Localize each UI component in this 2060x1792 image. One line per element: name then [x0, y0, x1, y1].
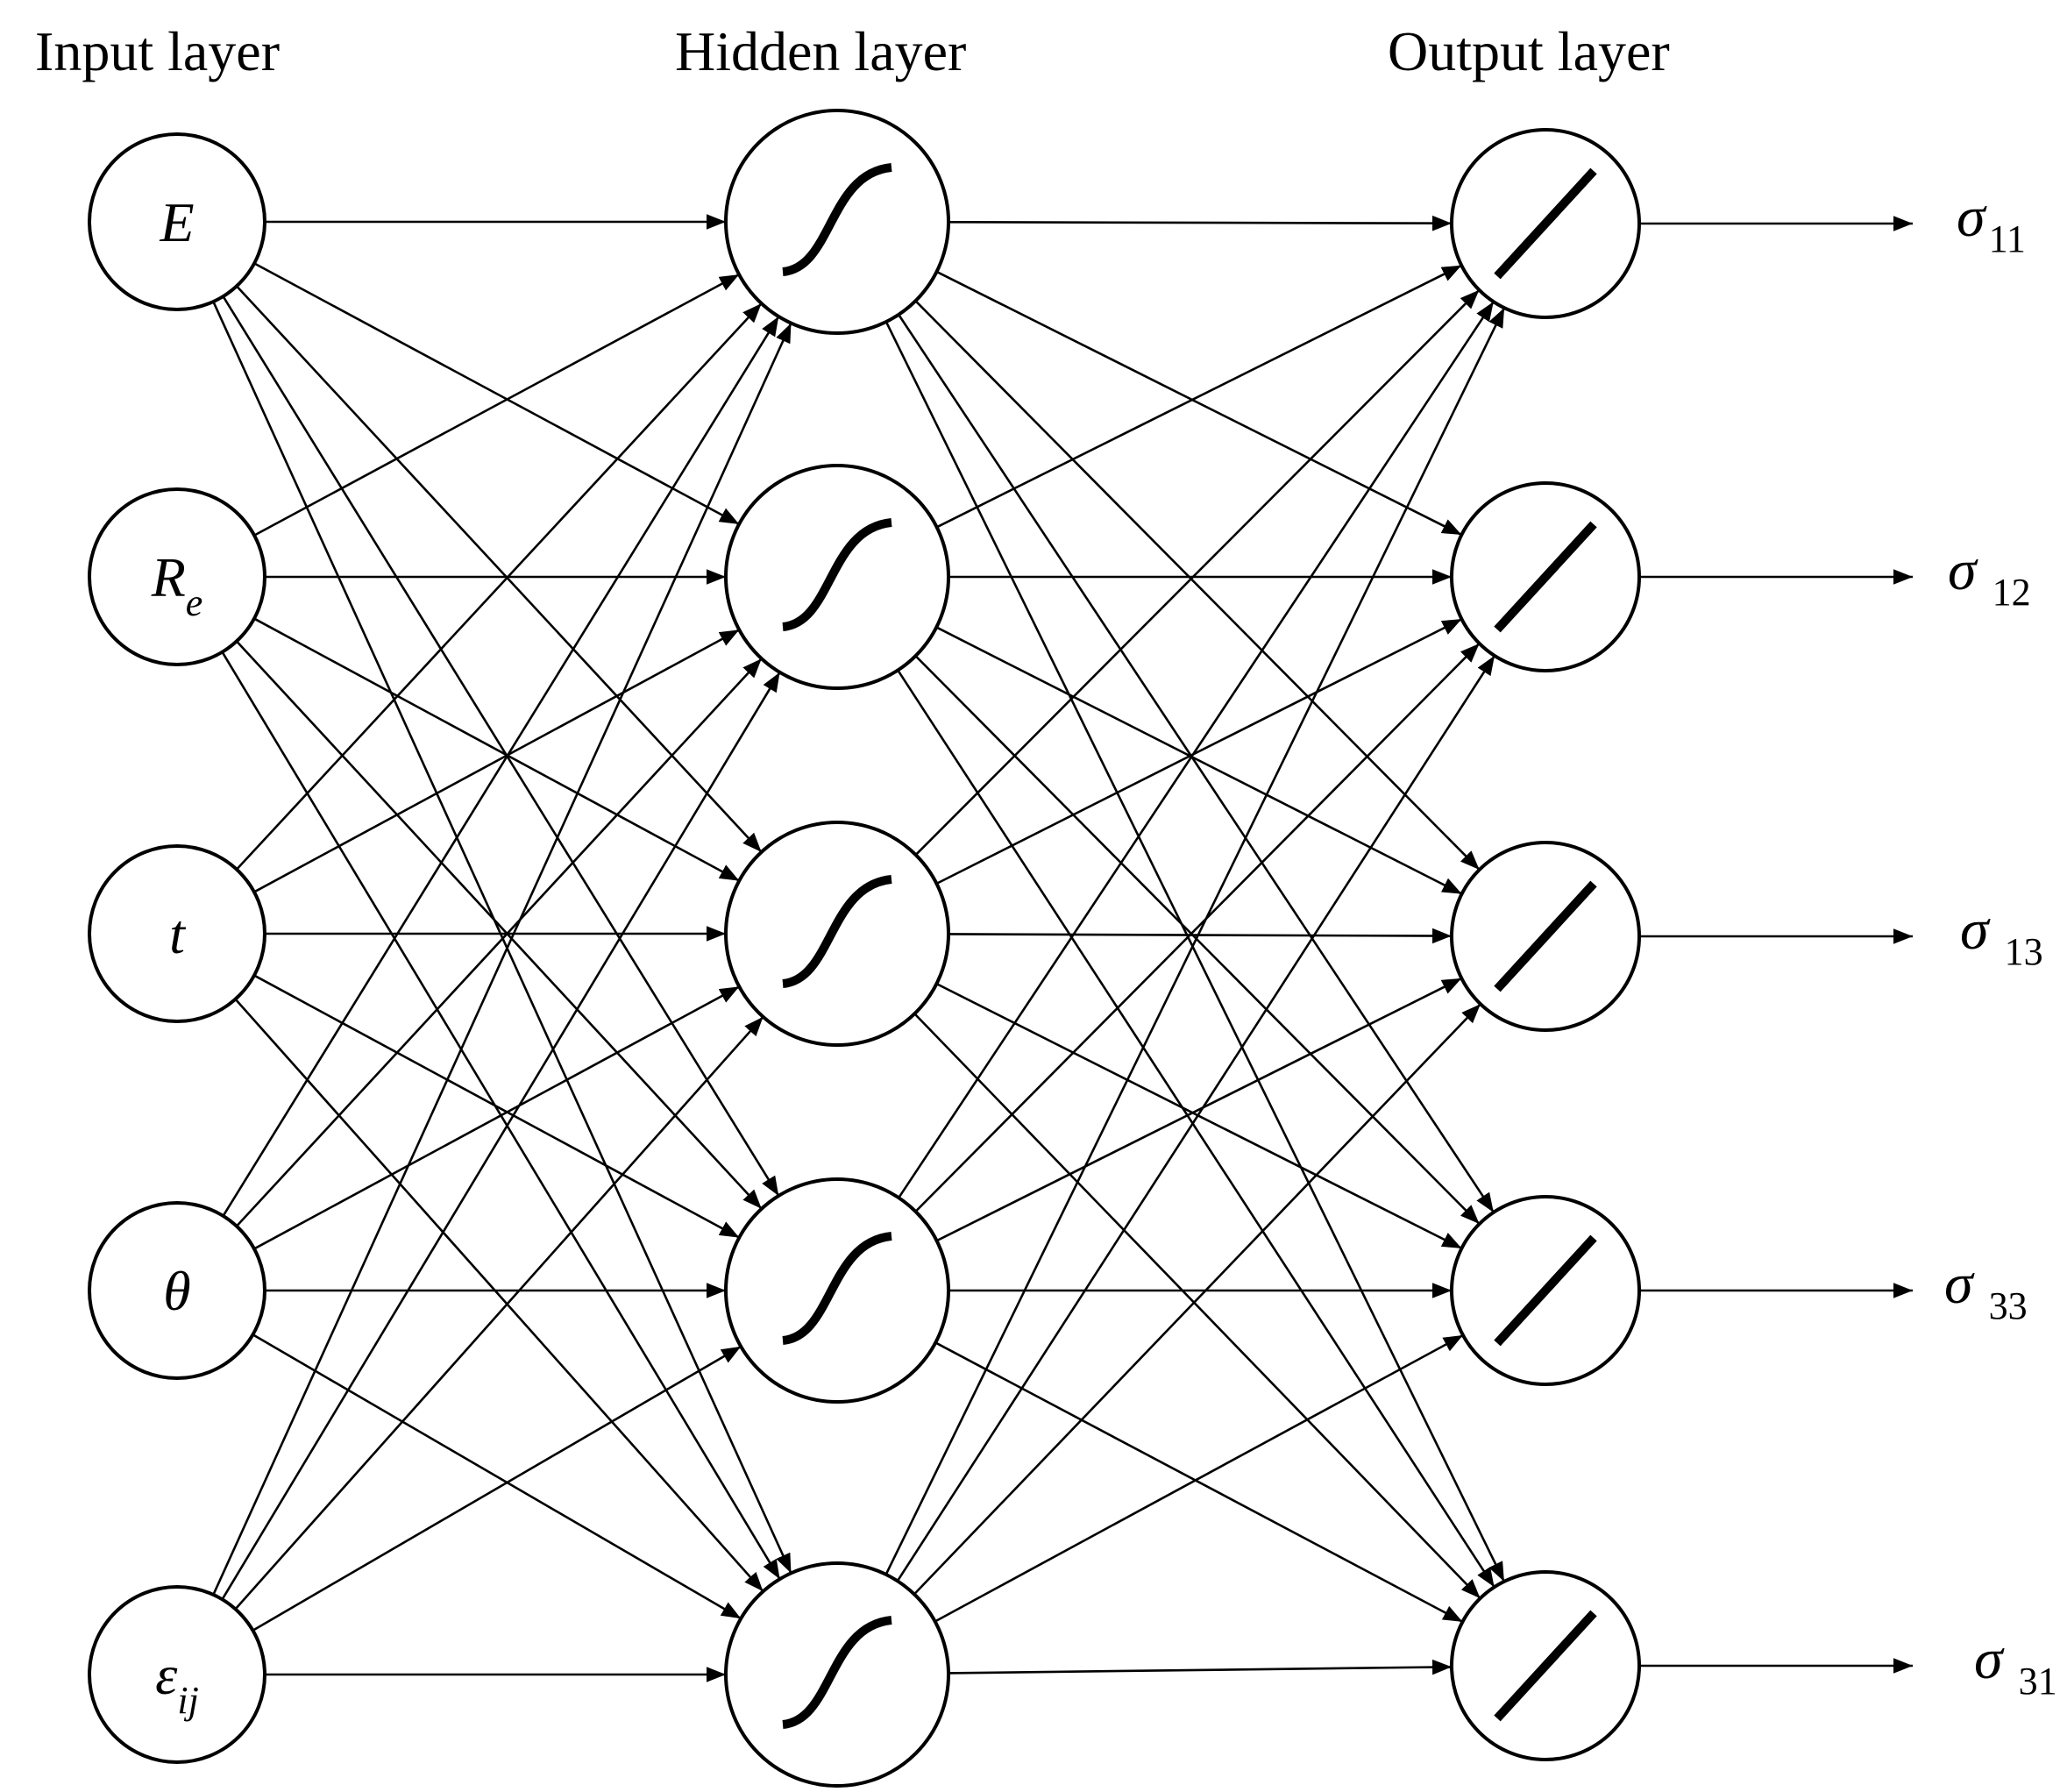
- connection-hidden-3-output-2: [936, 977, 1462, 1242]
- output-subscript: 13: [2005, 930, 2043, 973]
- connection-hidden-4-output-3: [934, 1333, 1464, 1623]
- input-node: [88, 487, 266, 666]
- connection-hidden-2-output-3: [935, 982, 1463, 1250]
- hidden-node: [724, 821, 950, 1047]
- sigmoid-curve-icon: [782, 875, 892, 988]
- output-arrows: [1639, 216, 1913, 1674]
- input-symbol: ε: [155, 1644, 178, 1706]
- input-node-label: E: [159, 191, 194, 253]
- connection-hidden-4-output-2: [913, 1003, 1481, 1596]
- connection-hidden-3-output-1: [914, 643, 1481, 1212]
- input-node: [88, 132, 266, 311]
- input-node: [88, 1201, 266, 1380]
- connection-hidden-1-output-3: [914, 655, 1481, 1225]
- sigmoid-curve-icon: [782, 1232, 892, 1345]
- hidden-layer-title: Hidden layer: [675, 20, 966, 82]
- input-subscript: e: [186, 581, 203, 624]
- output-symbol: σ: [1960, 898, 1991, 962]
- input-symbol: E: [159, 191, 194, 253]
- output-label: σ 33: [1944, 1252, 2028, 1327]
- connection-hidden-2-output-2: [948, 928, 1453, 944]
- hidden-node: [724, 1561, 950, 1788]
- connection-hidden-4-output-1: [896, 655, 1496, 1582]
- input-symbol: θ: [163, 1260, 190, 1322]
- linear-line-icon: [1494, 521, 1597, 633]
- connection-hidden-1-output-2: [935, 626, 1463, 895]
- connection-input-0-hidden-2: [236, 285, 763, 853]
- connection-hidden-3-output-4: [934, 1341, 1464, 1624]
- output-label: σ11: [1957, 185, 2026, 260]
- connection-hidden-3-output-0: [898, 301, 1495, 1198]
- connection-input-2-hidden-3: [253, 974, 740, 1239]
- input-node-label: t: [169, 903, 187, 965]
- network-nodes: [88, 109, 1641, 1788]
- output-subscript: 33: [1989, 1284, 2028, 1327]
- hidden-node: [724, 1177, 950, 1404]
- connection-hidden-0-output-3: [898, 314, 1495, 1213]
- output-symbol: σ: [1948, 538, 1978, 602]
- connection-input-1-hidden-2: [253, 617, 740, 882]
- connection-input-3-hidden-4: [252, 1333, 742, 1620]
- connection-input-3-hidden-0: [222, 316, 780, 1217]
- connection-hidden-4-output-4: [948, 1659, 1453, 1675]
- hidden-node: [724, 464, 950, 690]
- connection-hidden-0-output-0: [948, 215, 1453, 231]
- connection-hidden-1-output-4: [897, 669, 1495, 1589]
- connection-hidden-0-output-1: [935, 270, 1462, 537]
- connection-hidden-2-output-1: [935, 617, 1463, 885]
- sigmoid-curve-icon: [782, 518, 892, 631]
- input-layer-title: Input layer: [35, 20, 280, 82]
- connection-lines: [212, 214, 1506, 1682]
- connection-input-4-hidden-1: [221, 672, 781, 1600]
- connection-input-0-hidden-3: [222, 295, 780, 1197]
- hidden-node: [724, 109, 950, 335]
- connection-hidden-2-output-0: [914, 288, 1481, 857]
- linear-line-icon: [1494, 880, 1597, 992]
- connection-input-3-hidden-2: [253, 985, 740, 1250]
- output-label: σ 13: [1960, 898, 2043, 973]
- connection-hidden-4-output-0: [884, 307, 1506, 1575]
- input-node-label: εij: [155, 1644, 199, 1722]
- connection-input-0-hidden-1: [253, 262, 740, 525]
- connection-input-3-hidden-1: [235, 658, 763, 1227]
- input-node: [88, 1585, 266, 1764]
- linear-line-icon: [1494, 167, 1597, 280]
- linear-line-icon: [1494, 1610, 1597, 1722]
- connection-input-4-hidden-0: [212, 323, 792, 1596]
- sigmoid-curve-icon: [782, 163, 892, 276]
- connection-hidden-1-output-0: [936, 264, 1462, 529]
- output-subscript: 11: [1989, 217, 2026, 260]
- connection-input-1-hidden-3: [235, 640, 763, 1210]
- connection-hidden-2-output-4: [913, 1013, 1481, 1600]
- input-node-label: θ: [163, 1260, 190, 1322]
- input-subscript: ij: [177, 1679, 198, 1722]
- connection-input-2-hidden-4: [234, 998, 764, 1593]
- connection-hidden-0-output-2: [914, 300, 1481, 871]
- connection-input-4-hidden-2: [234, 1015, 764, 1611]
- output-subscript: 12: [1993, 571, 2031, 614]
- connection-hidden-0-output-4: [884, 321, 1506, 1582]
- output-label: σ 12: [1948, 538, 2031, 614]
- output-symbol: σ: [1957, 185, 1987, 249]
- input-node: [88, 844, 266, 1023]
- connection-input-4-hidden-3: [252, 1345, 742, 1632]
- input-symbol: t: [169, 903, 187, 965]
- input-node-label: Re: [151, 546, 203, 624]
- connection-input-1-hidden-0: [253, 274, 740, 537]
- output-symbol: σ: [1974, 1627, 2005, 1691]
- connection-input-2-hidden-1: [253, 629, 740, 893]
- output-symbol: σ: [1944, 1252, 1975, 1316]
- connection-input-2-hidden-0: [236, 302, 763, 871]
- input-symbol: R: [151, 546, 186, 608]
- output-layer-title: Output layer: [1388, 20, 1670, 82]
- linear-line-icon: [1494, 1234, 1597, 1347]
- sigmoid-curve-icon: [782, 1616, 892, 1729]
- output-subscript: 31: [2019, 1660, 2057, 1703]
- output-label: σ 31: [1974, 1627, 2057, 1703]
